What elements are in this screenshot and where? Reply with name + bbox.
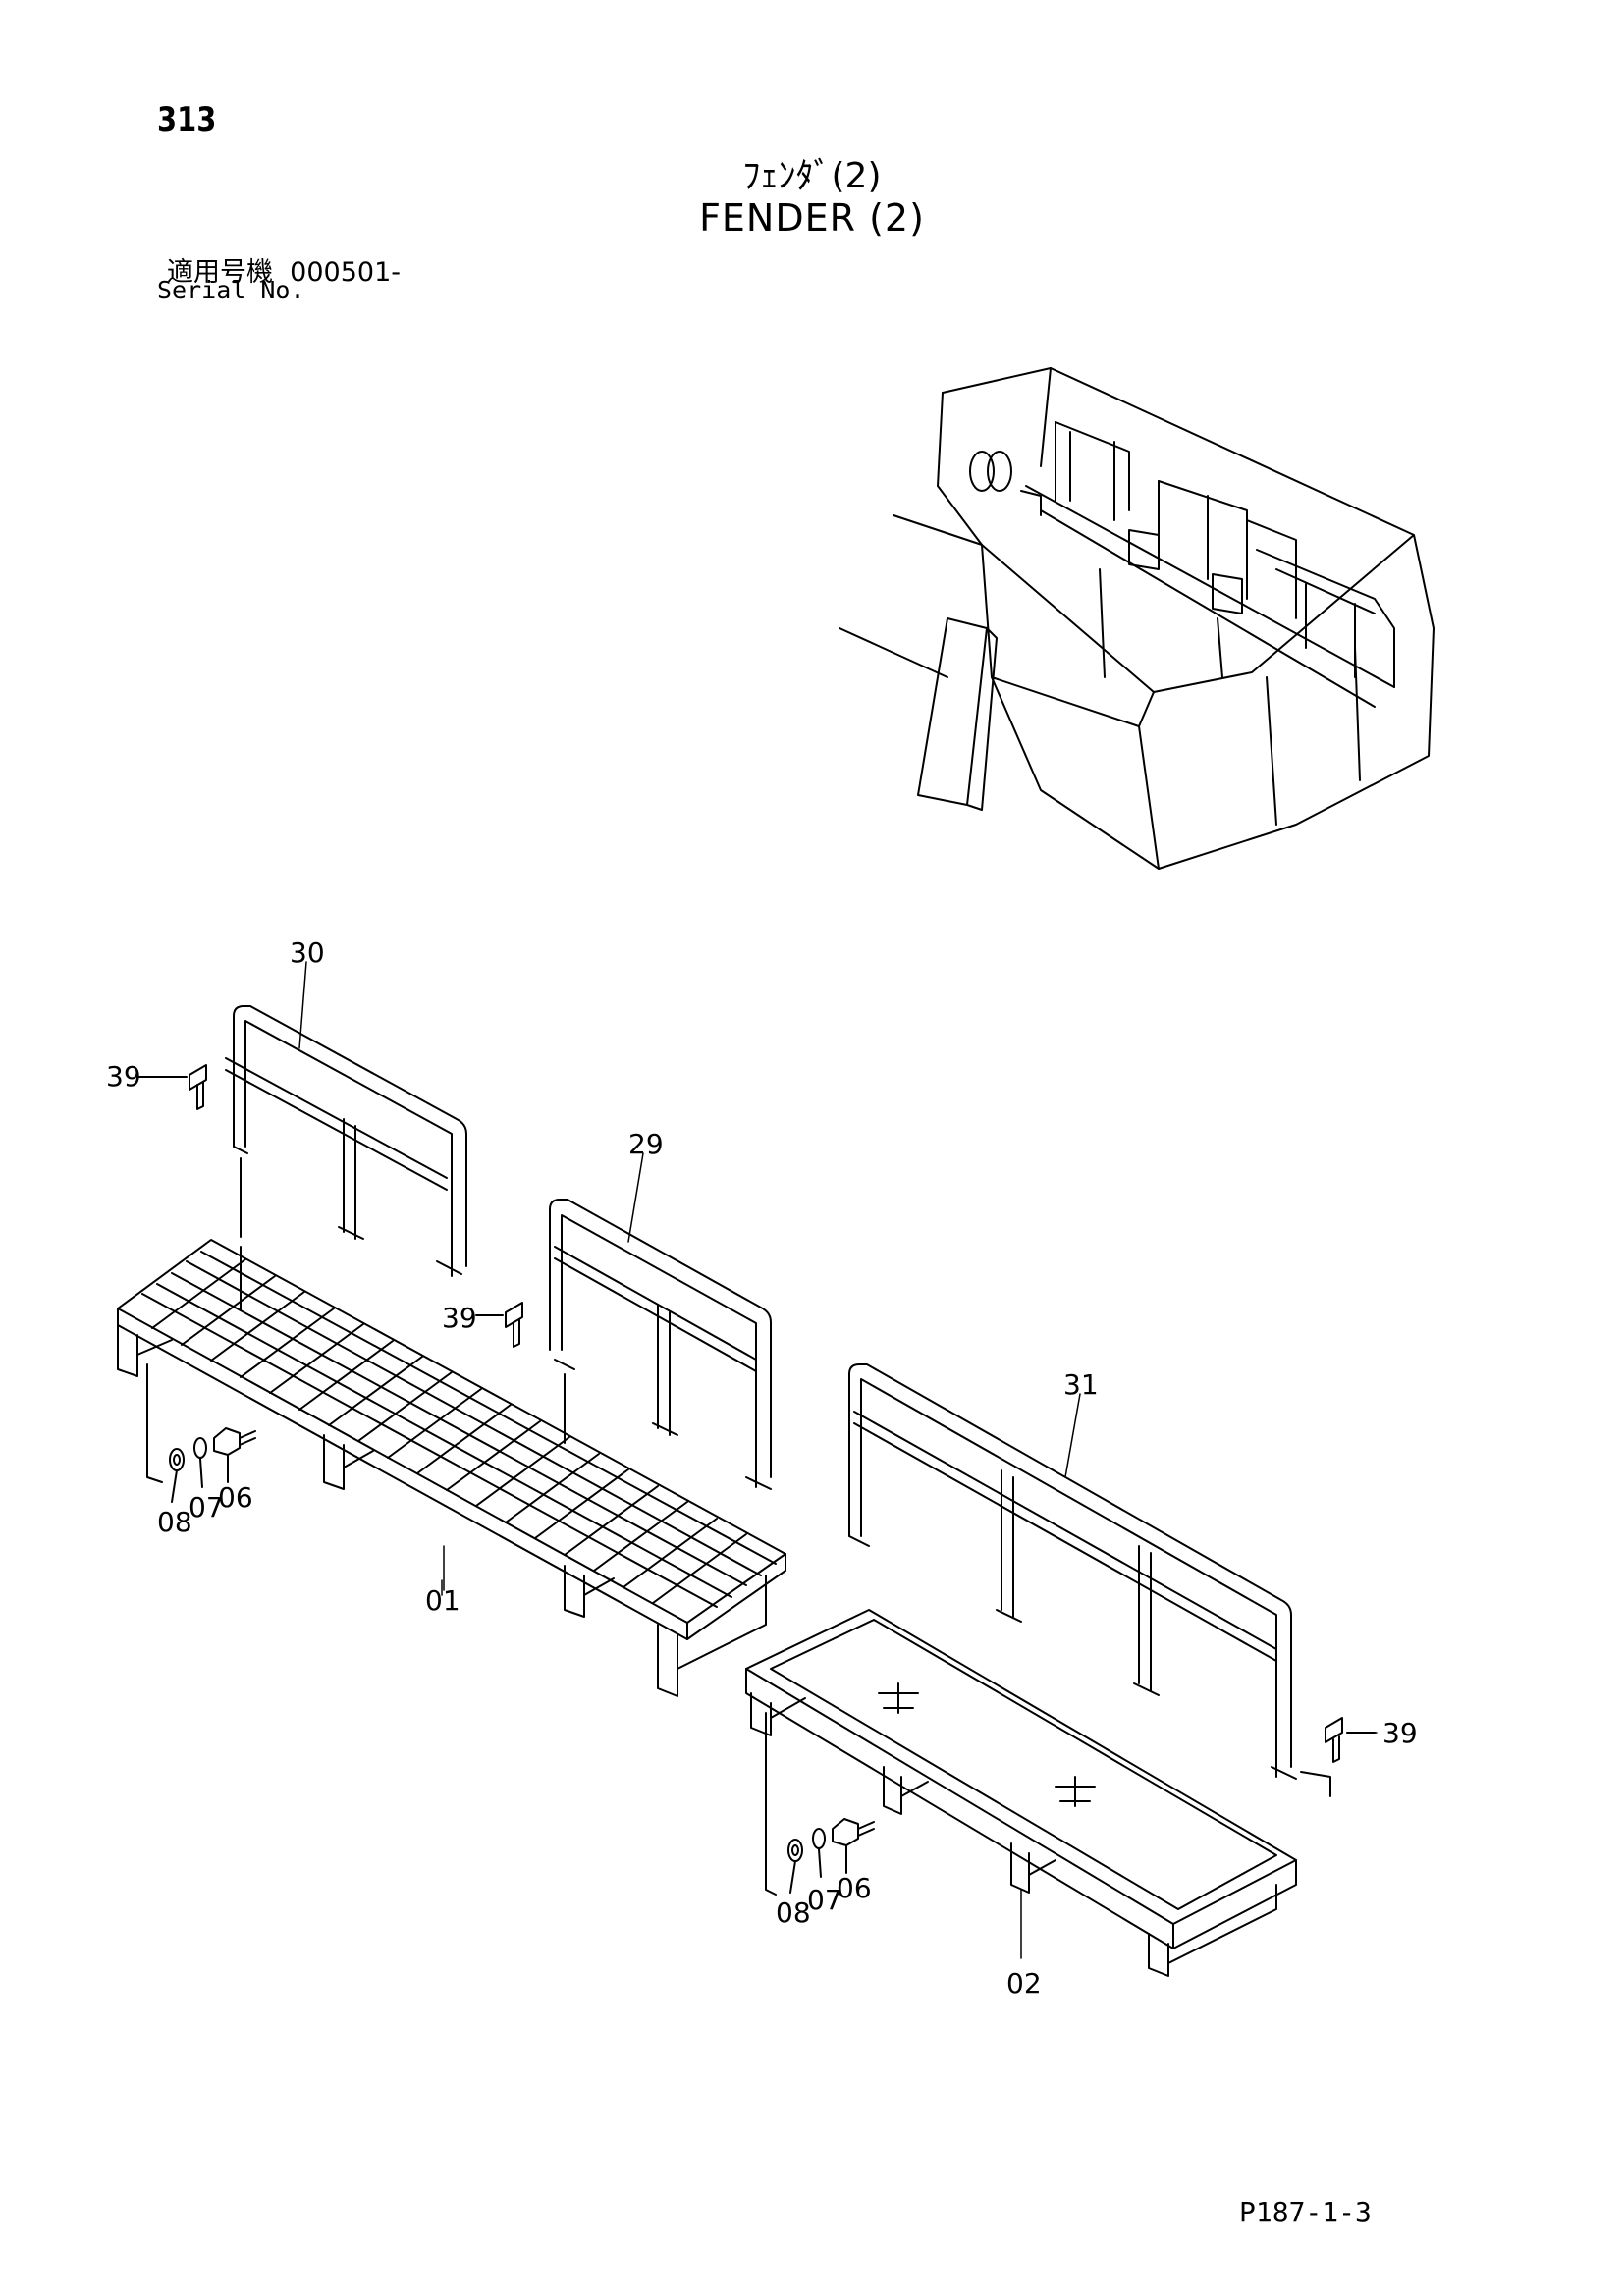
bolt-39-left [136,1064,207,1110]
callout-06-left: 06 [218,1481,253,1514]
callout-08-left: 08 [157,1506,192,1538]
bolt-39-right [1325,1717,1376,1763]
callout-01: 01 [425,1584,460,1617]
bolt-39-middle [475,1302,523,1348]
callout-labels: 30 39 29 39 31 39 08 07 06 01 08 07 06 0… [106,936,1418,2000]
page-number: 313 [157,100,217,139]
handrail-31 [848,1363,1331,1797]
callout-07-right: 07 [807,1884,842,1916]
serial-number-value: 000501- [290,257,401,288]
callout-39-left: 39 [106,1060,141,1093]
callout-39-right: 39 [1382,1717,1418,1749]
callout-31: 31 [1063,1368,1099,1401]
callout-07-left: 07 [189,1491,224,1523]
overview-illustration [839,367,1435,870]
callout-02: 02 [1006,1967,1042,2000]
serial-label-jp-text: 適用号機 [167,257,273,288]
title-english: FENDER (2) [699,196,925,240]
serial-label-japanese: 適用号機 000501- [167,250,401,289]
walkway-grating-01 [117,1239,786,1697]
title-japanese: ﾌｪﾝﾀﾞ(2) [742,156,882,196]
callout-29: 29 [628,1128,664,1160]
walkway-plate-02 [745,1609,1297,1977]
fasteners-right [787,1818,875,1894]
page-reference: P187-1-3 [1239,2196,1372,2228]
fasteners-left [169,1427,256,1503]
handrail-29 [549,1199,772,1490]
callout-06-right: 06 [837,1872,872,1904]
handrail-30 [225,1005,467,1277]
callout-08-right: 08 [776,1896,811,1929]
callout-30: 30 [290,936,325,969]
callout-39-middle: 39 [442,1302,477,1334]
serial-label-english: Serial No. [157,276,305,304]
leader-lines [298,961,1378,1959]
